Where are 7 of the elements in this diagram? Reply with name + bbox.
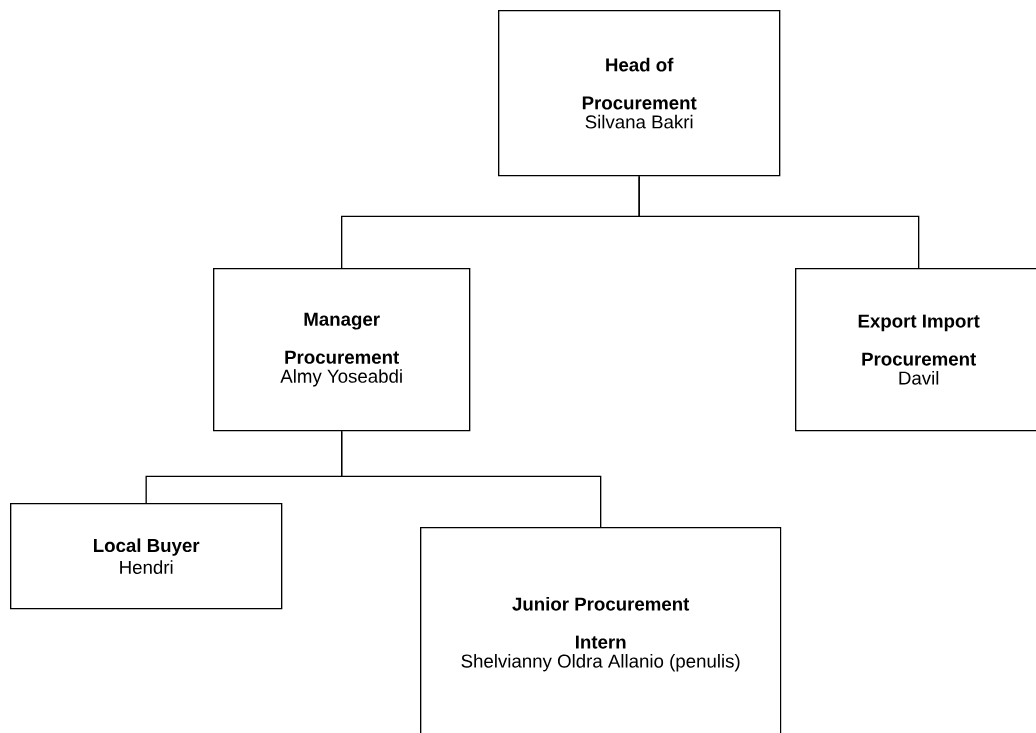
org-box: Junior Procurement Intern Shelvianny Oldra Allanio (penulis)	[420, 527, 782, 733]
org-box: Export Import Procurement Davil	[795, 268, 1036, 432]
connector-line	[341, 430, 602, 528]
org-box: Local Buyer Hendri	[10, 503, 283, 610]
org-box: Manager Procurement Almy Yoseabdi	[213, 268, 471, 432]
connector-line	[638, 175, 920, 269]
org-box: Head of Procurement Silvana Bakri	[498, 10, 781, 177]
